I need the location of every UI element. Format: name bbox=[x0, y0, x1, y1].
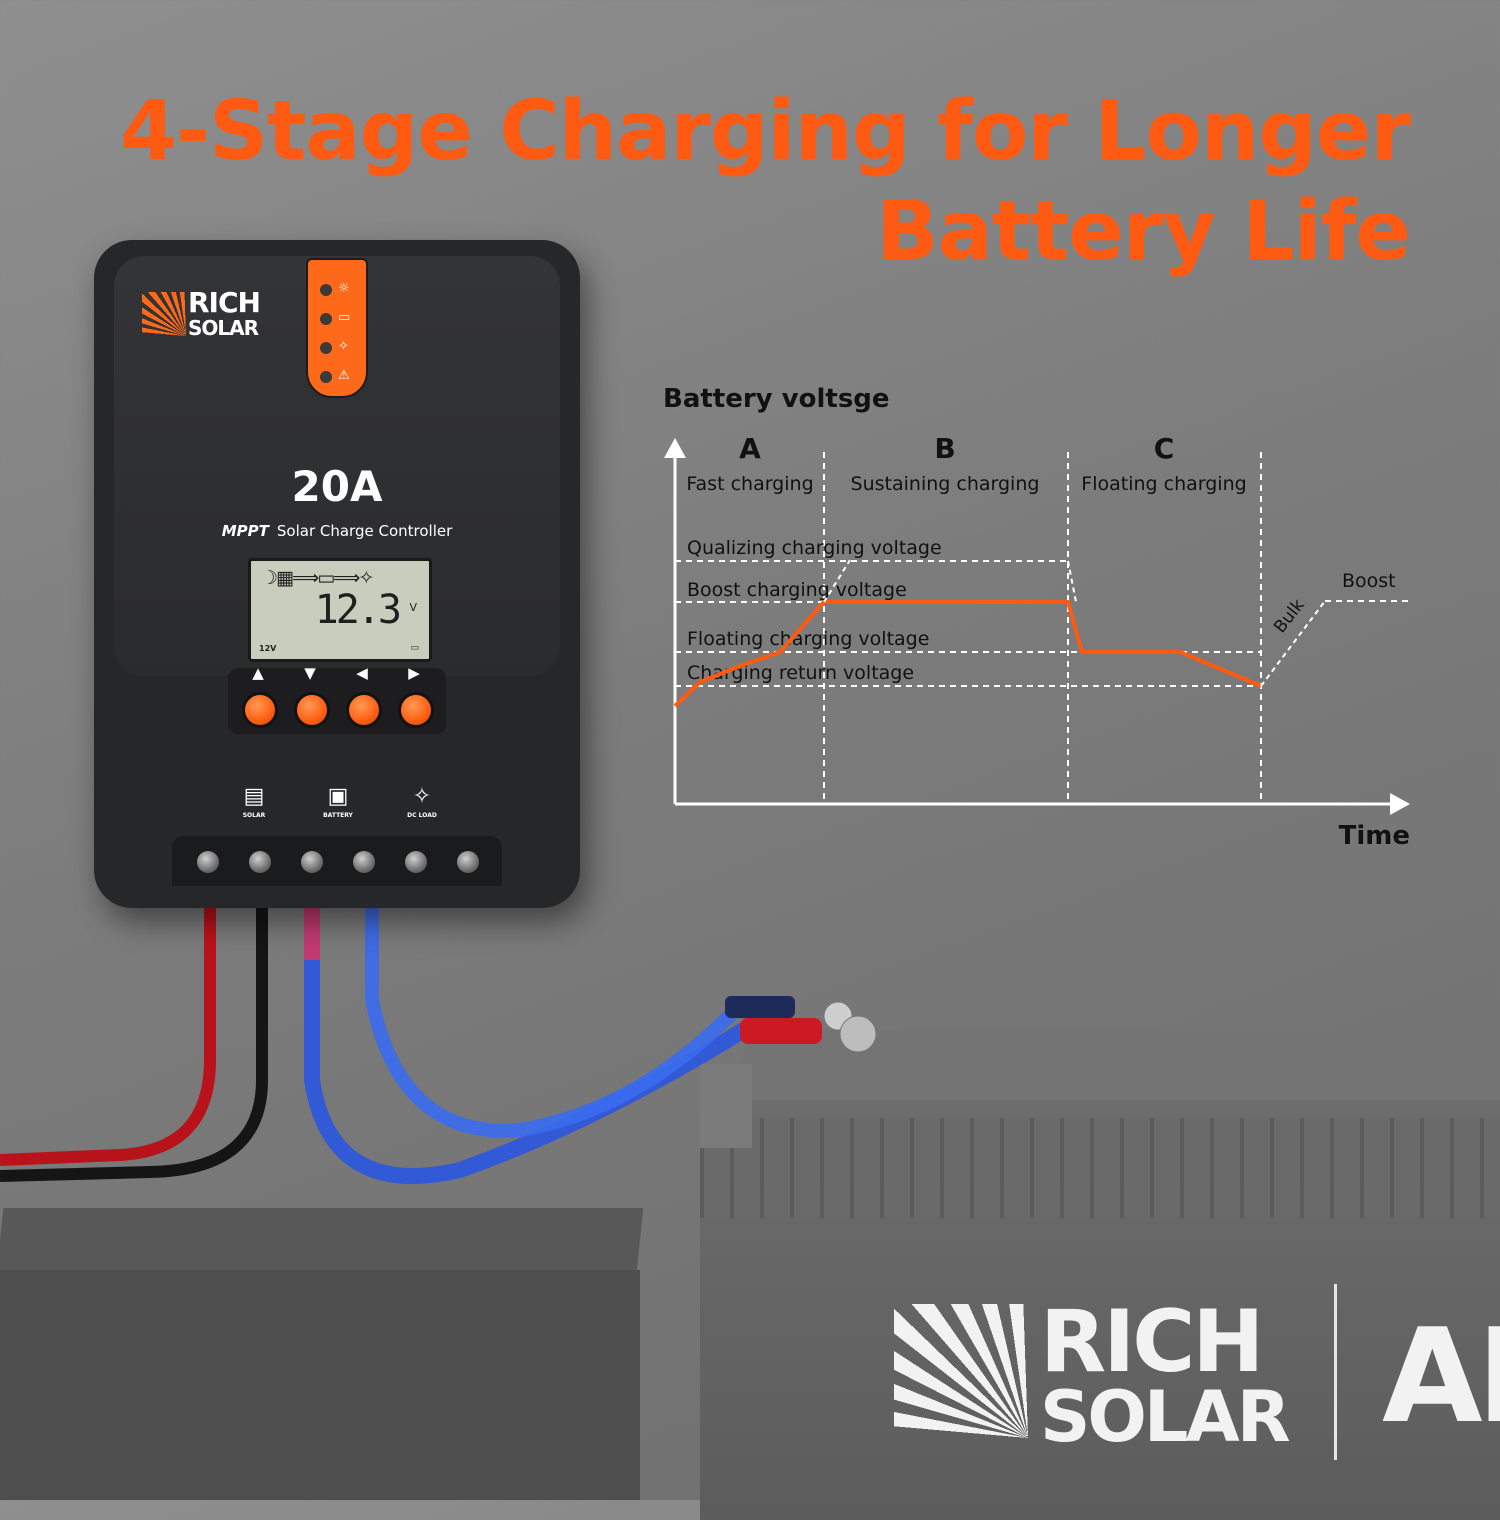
lcd-voltage-reading: 12.3 bbox=[314, 587, 402, 633]
terminal-label-battery: BATTERY bbox=[323, 812, 353, 819]
level-label-return: Charging return voltage bbox=[687, 662, 914, 684]
shelf bbox=[0, 1270, 640, 1500]
sunburst-logo-icon bbox=[894, 1304, 1028, 1438]
red-lug bbox=[740, 1018, 822, 1044]
black-lug bbox=[725, 996, 795, 1018]
stage-b-name: Sustaining charging bbox=[851, 473, 1040, 495]
arrow-down-label: ▼ bbox=[304, 664, 316, 682]
lcd-voltage-unit: V bbox=[409, 601, 417, 614]
qualizing-drop bbox=[1067, 560, 1077, 603]
mppt-label: MPPT bbox=[221, 522, 269, 540]
lcd-energy-flow-icon: ☽▦⟹▭⟹✧ bbox=[261, 567, 374, 589]
battery-icon: ▭ bbox=[338, 310, 351, 325]
stage-a-letter: A bbox=[739, 432, 761, 465]
blue-cable-2 bbox=[365, 900, 746, 1138]
up-button[interactable] bbox=[242, 692, 278, 728]
controller-brand-line-2: SOLAR bbox=[188, 316, 259, 340]
charging-stage-diagram: Battery voltsge Time A Fast charging B S… bbox=[663, 384, 1410, 851]
x-axis-arrow-icon bbox=[1390, 793, 1410, 815]
down-button[interactable] bbox=[294, 692, 330, 728]
status-led-panel: ☼ ▭ ✧ ⚠ bbox=[306, 258, 368, 398]
warning-icon: ⚠ bbox=[338, 368, 350, 383]
lightbulb-icon: ✧ bbox=[338, 339, 349, 354]
terminal-screw bbox=[353, 851, 375, 873]
battery-brand-line-1: RICH bbox=[1040, 1292, 1264, 1392]
battery-icon: ▣ bbox=[327, 784, 349, 809]
terminal-screw bbox=[249, 851, 271, 873]
stage-b-letter: B bbox=[934, 432, 955, 465]
stage-c-name: Floating charging bbox=[1081, 473, 1246, 495]
battery-side-cap bbox=[700, 1064, 752, 1148]
terminal-label-dc-load: DC LOAD bbox=[407, 812, 437, 819]
product-label: Solar Charge Controller bbox=[276, 522, 453, 540]
terminal-strip bbox=[172, 836, 502, 886]
status-led-battery bbox=[320, 313, 332, 325]
headline-line-1: 4-Stage Charging for Longer bbox=[119, 84, 1411, 179]
current-rating: 20A bbox=[291, 462, 383, 511]
terminal-screw bbox=[405, 851, 427, 873]
arrow-right-label: ▶ bbox=[408, 664, 420, 682]
arrow-left-label: ◀ bbox=[356, 664, 368, 682]
bulk-label: Bulk bbox=[1270, 595, 1309, 637]
boost-label: Boost bbox=[1342, 570, 1396, 592]
lightbulb-icon: ✧ bbox=[412, 784, 432, 809]
solar-panel-icon: ☼ bbox=[338, 281, 350, 296]
level-label-qualizing: Qualizing charging voltage bbox=[687, 537, 942, 559]
lcd-battery-icon: ▭ bbox=[410, 643, 419, 653]
y-axis-arrow-icon bbox=[664, 438, 686, 458]
y-axis-label: Battery voltsge bbox=[663, 384, 890, 414]
battery-brand-line-2: SOLAR bbox=[1040, 1376, 1291, 1458]
status-led-fault bbox=[320, 371, 332, 383]
product-subtitle: MPPT Solar Charge Controller bbox=[94, 522, 580, 540]
level-label-boost: Boost charging voltage bbox=[687, 579, 907, 601]
left-button[interactable] bbox=[346, 692, 382, 728]
battery-brand-cut-text: AL bbox=[1382, 1300, 1500, 1452]
stage-a-name: Fast charging bbox=[686, 473, 813, 495]
terminal-screw bbox=[301, 851, 323, 873]
lcd-system-voltage: 12V bbox=[259, 644, 277, 653]
lcd-display: ☽▦⟹▭⟹✧ 12.3 V 12V ▭ bbox=[248, 558, 432, 662]
black-cable-left bbox=[0, 900, 268, 1182]
red-cable-left bbox=[0, 900, 216, 1166]
terminal-screw bbox=[197, 851, 219, 873]
sunburst-logo-icon bbox=[142, 292, 186, 336]
brand-divider bbox=[1334, 1284, 1337, 1460]
charge-controller: RICH SOLAR ☼ ▭ ✧ ⚠ 20A MPPT Solar Charge … bbox=[94, 240, 580, 908]
right-button[interactable] bbox=[398, 692, 434, 728]
arrow-up-label: ▲ bbox=[252, 664, 264, 682]
x-axis-label: Time bbox=[1339, 821, 1410, 851]
headline-line-2: Battery Life bbox=[876, 184, 1411, 279]
status-led-solar bbox=[320, 284, 332, 296]
stage-c-letter: C bbox=[1154, 432, 1175, 465]
battery-ribs bbox=[700, 1118, 1500, 1218]
terminal-label-solar: SOLAR bbox=[242, 812, 266, 819]
charging-curve bbox=[673, 600, 1262, 708]
terminal-screw bbox=[457, 851, 479, 873]
level-label-floating: Floating charging voltage bbox=[687, 628, 929, 650]
status-led-load bbox=[320, 342, 332, 354]
terminal-bolt-2 bbox=[839, 1015, 877, 1053]
solar-panel-icon: ▤ bbox=[243, 784, 265, 809]
controller-brand-line-1: RICH bbox=[188, 286, 261, 319]
